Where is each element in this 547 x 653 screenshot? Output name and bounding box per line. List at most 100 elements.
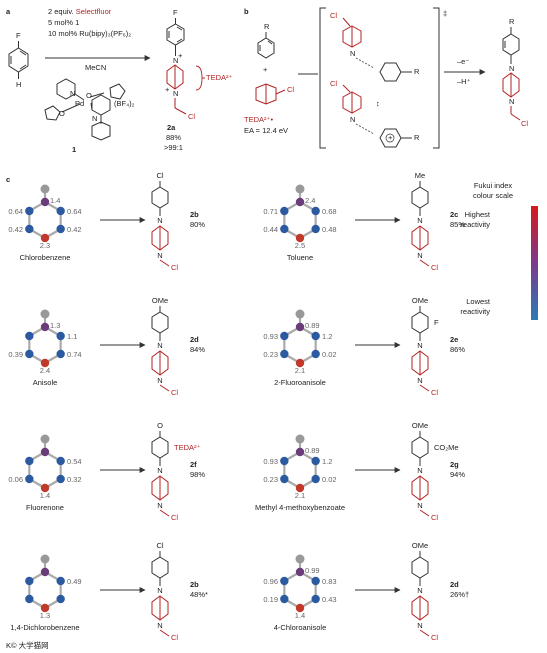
substrate-name: 1,4-Dichlorobenzene bbox=[10, 623, 79, 632]
fukui-atom bbox=[56, 331, 65, 341]
svg-text:reactivity: reactivity bbox=[460, 307, 490, 316]
fukui-atom bbox=[25, 474, 34, 484]
fukui-atom bbox=[25, 349, 34, 359]
fukui-atom bbox=[311, 456, 320, 466]
fukui-atom bbox=[40, 233, 50, 243]
fukui-value: 0.32 bbox=[67, 475, 82, 484]
fukui-atom bbox=[280, 224, 289, 234]
substrate-name: Anisole bbox=[33, 378, 58, 387]
fukui-atom bbox=[295, 447, 305, 457]
fukui-atom bbox=[295, 233, 305, 243]
svg-text:N: N bbox=[350, 49, 355, 58]
fukui-value: 0.54 bbox=[67, 457, 82, 466]
svg-text:Highest: Highest bbox=[465, 210, 491, 219]
catalyst-n1: N bbox=[70, 89, 75, 98]
substrate-name: Toluene bbox=[287, 253, 313, 262]
product-n: N bbox=[157, 251, 162, 260]
product-extra-substituent: TEDA²⁺ bbox=[174, 443, 201, 452]
panel-c-label: c bbox=[6, 175, 10, 184]
fukui-value: 0.02 bbox=[322, 475, 337, 484]
plus-sign: + bbox=[263, 65, 268, 74]
sigma-complex-lower: Cl N + R bbox=[330, 79, 420, 148]
fukui-value: 2.3 bbox=[40, 241, 50, 250]
substituent-atom bbox=[295, 554, 305, 564]
fukui-value: 0.93 bbox=[263, 457, 278, 466]
svg-text:Cl: Cl bbox=[521, 119, 528, 128]
fukui-atom bbox=[25, 594, 34, 604]
product-n: N bbox=[417, 376, 422, 385]
fukui-atom bbox=[295, 358, 305, 368]
svg-text:R: R bbox=[414, 67, 420, 76]
product-n: N bbox=[157, 341, 162, 350]
product-para-substituent: O bbox=[157, 421, 163, 430]
substrate-name: Fluorenone bbox=[26, 503, 64, 512]
substituent-atom bbox=[40, 554, 50, 564]
panel-a-label: a bbox=[6, 7, 11, 16]
svg-text:+: + bbox=[388, 133, 393, 142]
catalyst-n2: N bbox=[92, 114, 97, 123]
product-n: N bbox=[417, 341, 422, 350]
fukui-atom bbox=[56, 224, 65, 234]
fukui-value: 0.48 bbox=[322, 225, 337, 234]
fukui-atom bbox=[280, 331, 289, 341]
svg-text:Cl: Cl bbox=[330, 11, 337, 20]
fukui-legend: Fukui index colour scale Highest reactiv… bbox=[460, 181, 538, 320]
fukui-value: 0.96 bbox=[263, 577, 278, 586]
reagent-line-2: 5 mol% 1 bbox=[48, 18, 79, 27]
product-2a-yield: 88% bbox=[166, 133, 181, 142]
product-yield: 26%† bbox=[450, 590, 469, 599]
product-2a-n1: N bbox=[173, 56, 178, 65]
substituent-atom bbox=[295, 184, 305, 194]
fukui-atom bbox=[295, 483, 305, 493]
fukui-value: 2.4 bbox=[40, 366, 50, 375]
fukui-value: 0.42 bbox=[8, 225, 23, 234]
product-yield: 85% bbox=[450, 220, 465, 229]
fukui-atom bbox=[40, 322, 50, 332]
fukui-atom bbox=[280, 349, 289, 359]
fukui-atom bbox=[295, 603, 305, 613]
product-cl: Cl bbox=[431, 388, 438, 397]
product-ring bbox=[151, 186, 169, 209]
product-ring bbox=[151, 311, 169, 334]
fukui-atom bbox=[295, 322, 305, 332]
fukui-value: 2.5 bbox=[295, 241, 305, 250]
fukui-atom bbox=[280, 576, 289, 586]
svg-text:N: N bbox=[509, 64, 514, 73]
fukui-value: 0.49 bbox=[67, 577, 82, 586]
product-id: 2b bbox=[190, 210, 199, 219]
catalyst-o1: O bbox=[86, 91, 92, 100]
catalyst-counterion: (BF₄)₂ bbox=[114, 99, 135, 108]
product-2a-selectivity: >99:1 bbox=[164, 143, 183, 152]
substrate-name: Methyl 4-methoxybenzoate bbox=[255, 503, 345, 512]
solvent-label: MeCN bbox=[85, 63, 106, 72]
product-n: N bbox=[157, 376, 162, 385]
panel-a: a F H 2 equiv. Selectfluor 5 mol% 1 10 m… bbox=[6, 7, 233, 154]
fukui-value: 1.3 bbox=[50, 321, 60, 330]
fukui-atom bbox=[280, 594, 289, 604]
fukui-value: 0.39 bbox=[8, 350, 23, 359]
fukui-value: 0.71 bbox=[263, 207, 278, 216]
fukui-value: 2.1 bbox=[295, 366, 305, 375]
panel-b-label: b bbox=[244, 7, 249, 16]
product-ring bbox=[411, 186, 429, 209]
fukui-atom bbox=[311, 206, 320, 216]
fukui-atom bbox=[56, 474, 65, 484]
product-cl: Cl bbox=[431, 513, 438, 522]
fukui-atom bbox=[25, 456, 34, 466]
panel-b: b R + Cl TEDA²⁺• EA = 12.4 eV ‡ Cl bbox=[244, 7, 528, 149]
fukui-value: 0.89 bbox=[305, 321, 320, 330]
product-id: 2d bbox=[190, 335, 199, 344]
substrate-name: Chlorobenzene bbox=[20, 253, 71, 262]
product-id: 2c bbox=[450, 210, 458, 219]
product-cl: Cl bbox=[171, 263, 178, 272]
fukui-value: 0.93 bbox=[263, 332, 278, 341]
fukui-atom bbox=[56, 349, 65, 359]
fukui-atom bbox=[40, 603, 50, 613]
svg-text:N: N bbox=[350, 115, 355, 124]
